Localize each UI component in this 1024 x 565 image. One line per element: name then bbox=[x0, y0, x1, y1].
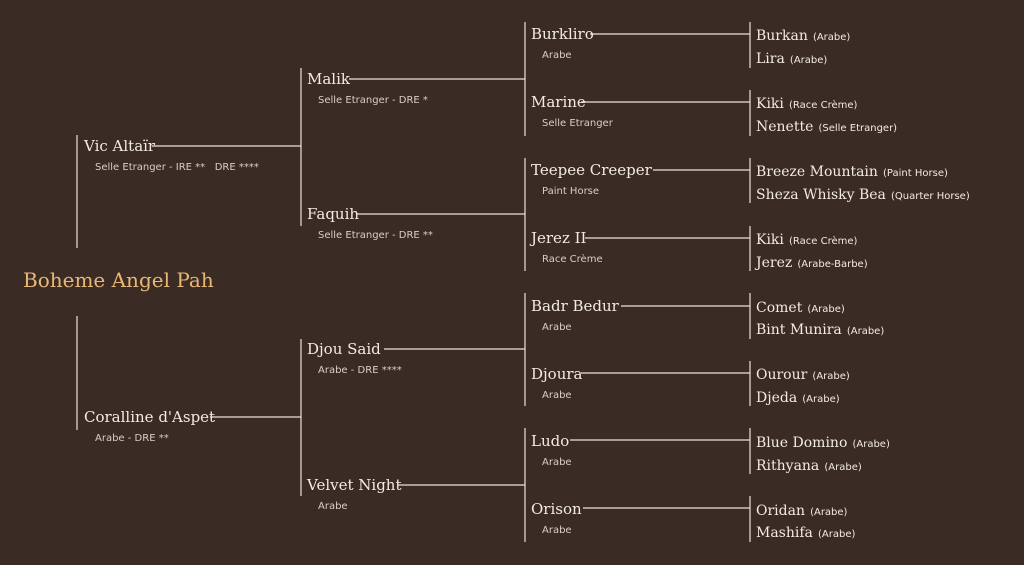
horse-details: Selle Etranger - IRE ** DRE **** bbox=[95, 162, 259, 173]
horse-breed: (Quarter Horse) bbox=[891, 191, 970, 202]
horse-details: Arabe bbox=[542, 390, 572, 401]
horse-details: Arabe - DRE **** bbox=[318, 365, 402, 376]
horse-name: Malik bbox=[307, 70, 350, 88]
horse-name: Kiki bbox=[756, 232, 784, 248]
horse-breed: (Arabe) bbox=[807, 304, 845, 315]
sire: Vic Altaïr Selle Etranger - IRE ** DRE *… bbox=[84, 137, 259, 174]
horse-name: Teepee Creeper bbox=[531, 161, 652, 179]
horse-name: Nenette bbox=[756, 119, 814, 135]
ancestor: Nenette (Selle Etranger) bbox=[756, 116, 897, 136]
horse-breed: (Arabe) bbox=[812, 371, 850, 382]
horse-breed: (Race Crème) bbox=[789, 236, 858, 247]
root-horse-name: Boheme Angel Pah bbox=[23, 268, 214, 292]
horse-breed: (Arabe) bbox=[802, 394, 840, 405]
horse-details: Arabe bbox=[542, 525, 572, 536]
horse-name: Bint Munira bbox=[756, 322, 842, 338]
horse-breed: (Arabe-Barbe) bbox=[797, 259, 868, 270]
horse-breed: (Arabe) bbox=[817, 529, 856, 540]
horse-details: Arabe - DRE ** bbox=[95, 433, 169, 444]
grandparent: Djou Said Arabe - DRE **** bbox=[307, 340, 402, 377]
horse-name: Comet bbox=[756, 300, 803, 316]
great-grandparent: Teepee Creeper Paint Horse bbox=[531, 161, 652, 198]
horse-name: Ourour bbox=[756, 367, 808, 383]
horse-details: Arabe bbox=[542, 322, 572, 333]
horse-name: Djou Said bbox=[307, 340, 381, 358]
dam: Coralline d'Aspet Arabe - DRE ** bbox=[84, 408, 215, 445]
horse-name: Djeda bbox=[756, 390, 798, 406]
great-grandparent: Burkliro Arabe bbox=[531, 25, 594, 62]
horse-name: Faquih bbox=[307, 205, 360, 223]
ancestor: Burkan (Arabe) bbox=[756, 25, 850, 45]
horse-details: Arabe bbox=[318, 501, 348, 512]
horse-name: Breeze Mountain bbox=[756, 164, 878, 180]
ancestor: Comet (Arabe) bbox=[756, 297, 845, 317]
horse-name: Vic Altaïr bbox=[84, 137, 156, 155]
great-grandparent: Orison Arabe bbox=[531, 500, 582, 537]
horse-details: Race Crème bbox=[542, 254, 603, 265]
horse-name: Burkliro bbox=[531, 25, 594, 43]
horse-name: Mashifa bbox=[756, 525, 813, 541]
horse-breed: (Arabe) bbox=[789, 55, 828, 66]
ancestor: Rithyana (Arabe) bbox=[756, 455, 862, 475]
great-grandparent: Marine Selle Etranger bbox=[531, 93, 613, 130]
great-grandparent: Jerez II Race Crème bbox=[531, 229, 603, 266]
ancestor: Jerez (Arabe-Barbe) bbox=[756, 252, 868, 272]
horse-details: Selle Etranger bbox=[542, 118, 613, 129]
horse-breed: (Arabe) bbox=[846, 326, 885, 337]
horse-name: Rithyana bbox=[756, 458, 820, 474]
great-grandparent: Badr Bedur Arabe bbox=[531, 297, 619, 334]
horse-details: Paint Horse bbox=[542, 186, 600, 197]
horse-breed: (Paint Horse) bbox=[883, 168, 948, 179]
ancestor: Bint Munira (Arabe) bbox=[756, 319, 884, 339]
horse-breed: (Arabe) bbox=[810, 507, 848, 518]
horse-name: Orison bbox=[531, 500, 582, 518]
great-grandparent: Djoura Arabe bbox=[531, 365, 582, 402]
horse-breed: (Race Crème) bbox=[789, 100, 858, 111]
horse-name: Badr Bedur bbox=[531, 297, 619, 315]
horse-name: Velvet Night bbox=[307, 476, 402, 494]
ancestor: Lira (Arabe) bbox=[756, 48, 827, 68]
ancestor: Sheza Whisky Bea (Quarter Horse) bbox=[756, 184, 970, 204]
horse-name: Jerez bbox=[756, 255, 793, 271]
ancestor: Breeze Mountain (Paint Horse) bbox=[756, 161, 948, 181]
horse-name: Marine bbox=[531, 93, 586, 111]
ancestor: Mashifa (Arabe) bbox=[756, 522, 855, 542]
horse-name: Sheza Whisky Bea bbox=[756, 187, 886, 203]
ancestor: Oridan (Arabe) bbox=[756, 500, 847, 520]
horse-name: Lira bbox=[756, 51, 785, 67]
ancestor: Kiki (Race Crème) bbox=[756, 93, 857, 113]
horse-name: Blue Domino bbox=[756, 435, 848, 451]
horse-details: Arabe bbox=[542, 457, 572, 468]
horse-name: Oridan bbox=[756, 503, 805, 519]
horse-breed: (Arabe) bbox=[852, 439, 890, 450]
horse-breed: (Arabe) bbox=[824, 462, 862, 473]
horse-name: Burkan bbox=[756, 28, 808, 44]
ancestor: Kiki (Race Crème) bbox=[756, 229, 857, 249]
ancestor: Djeda (Arabe) bbox=[756, 387, 840, 407]
horse-name: Ludo bbox=[531, 432, 570, 450]
grandparent: Faquih Selle Etranger - DRE ** bbox=[307, 205, 433, 242]
horse-name: Coralline d'Aspet bbox=[84, 408, 216, 426]
horse-details: Selle Etranger - DRE * bbox=[318, 95, 428, 106]
horse-breed: (Arabe) bbox=[812, 32, 851, 43]
horse-details: Arabe bbox=[542, 50, 572, 61]
ancestor: Ourour (Arabe) bbox=[756, 364, 850, 384]
grandparent: Malik Selle Etranger - DRE * bbox=[307, 70, 428, 107]
horse-name: Jerez II bbox=[531, 229, 587, 247]
great-grandparent: Ludo Arabe bbox=[531, 432, 572, 469]
horse-name: Kiki bbox=[756, 96, 784, 112]
horse-name: Djoura bbox=[531, 365, 583, 383]
ancestor: Blue Domino (Arabe) bbox=[756, 432, 890, 452]
horse-details: Selle Etranger - DRE ** bbox=[318, 230, 433, 241]
grandparent: Velvet Night Arabe bbox=[307, 476, 402, 513]
horse-breed: (Selle Etranger) bbox=[818, 123, 898, 134]
